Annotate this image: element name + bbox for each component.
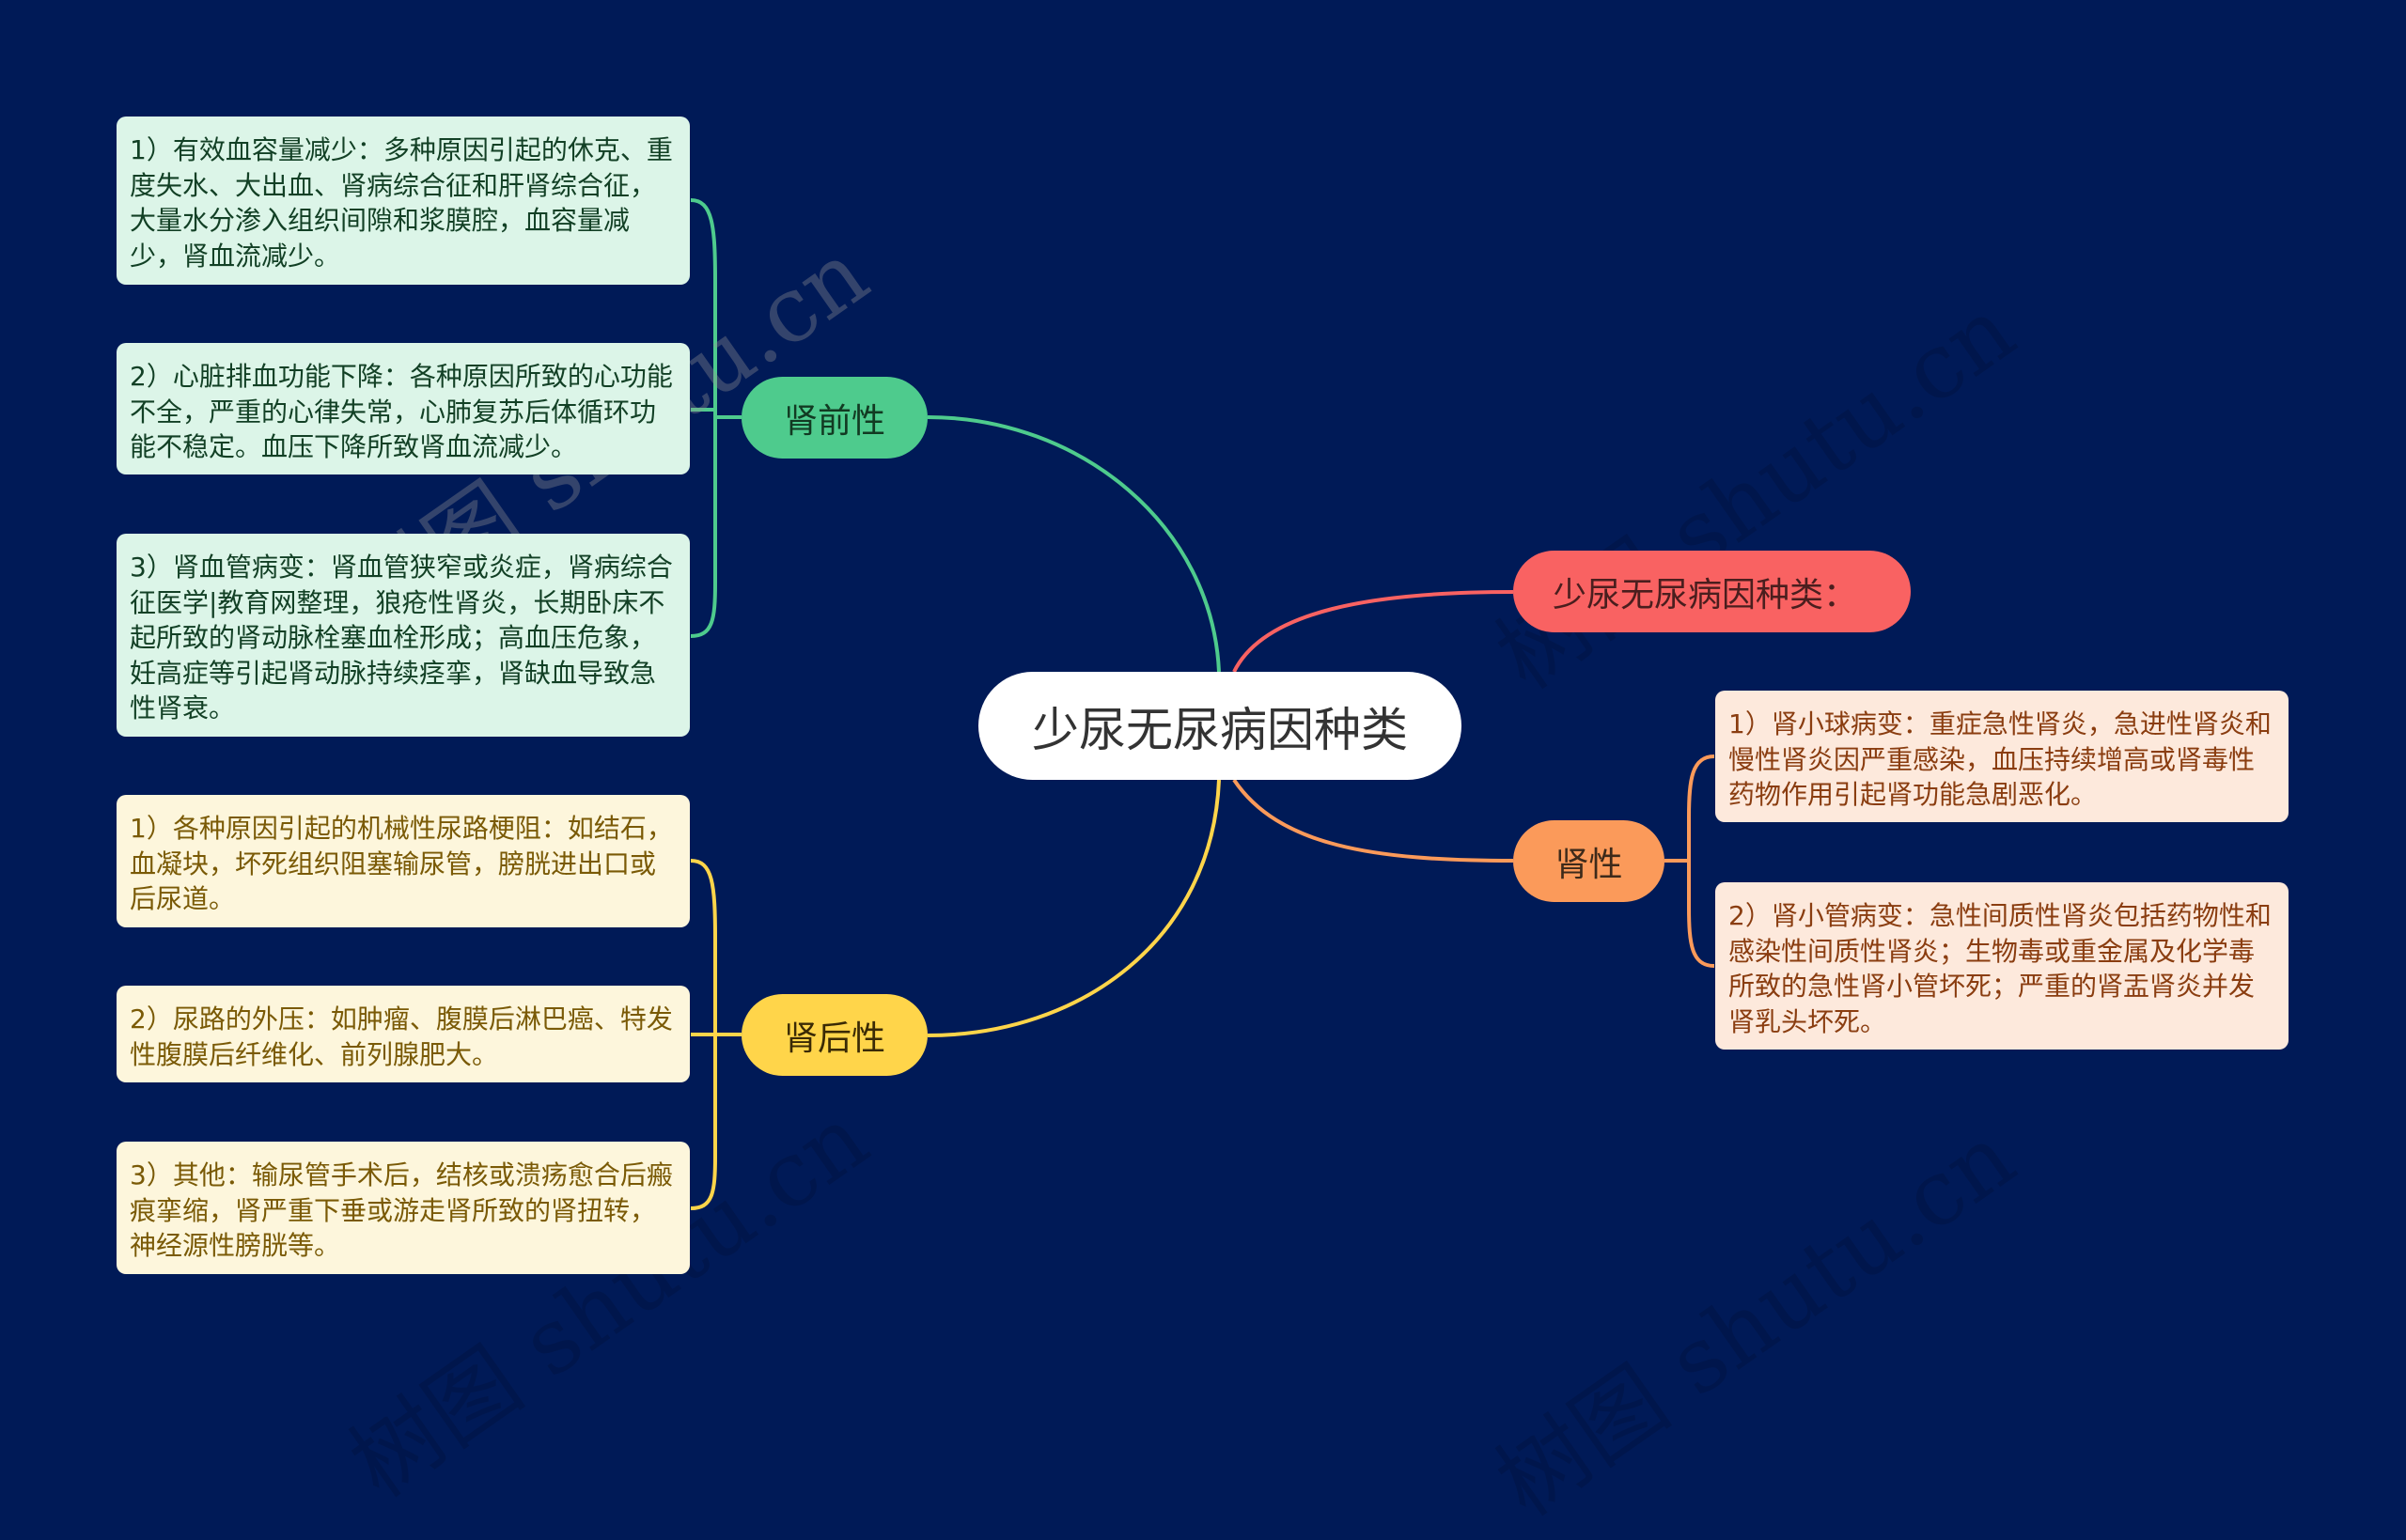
bracket-prerenal bbox=[690, 198, 717, 638]
branch-summary-label: 少尿无尿病因种类： bbox=[1553, 575, 1858, 614]
branch-renal[interactable]: 肾性 bbox=[1513, 820, 1664, 902]
root-topic-label: 少尿无尿病因种类 bbox=[1032, 702, 1408, 757]
mindmap-canvas: 树图 shutu.cn 树图 shutu.cn 树图 shutu.cn 树图 s… bbox=[117, 117, 2289, 1536]
leaf-postrenal-1[interactable]: 1）各种原因引起的机械性尿路梗阻：如结石，血凝块，坏死组织阻塞输尿管，膀胱进出口… bbox=[117, 795, 690, 927]
bracket-postrenal bbox=[690, 859, 717, 1210]
branch-prerenal-label: 肾前性 bbox=[783, 401, 885, 441]
link-root-postrenal bbox=[927, 779, 1221, 1037]
leaf-renal-1[interactable]: 1）肾小球病变：重症急性肾炎，急进性肾炎和慢性肾炎因严重感染，血压持续增高或肾毒… bbox=[1715, 691, 2289, 822]
branch-prerenal[interactable]: 肾前性 bbox=[742, 377, 928, 459]
connector-lines bbox=[690, 198, 1715, 1210]
leaf-prerenal-2[interactable]: 2）心脏排血功能下降：各种原因所致的心功能不全，严重的心律失常，心肺复苏后体循环… bbox=[117, 343, 690, 474]
link-root-prerenal bbox=[927, 415, 1221, 673]
bracket-renal bbox=[1687, 754, 1715, 968]
branch-postrenal-label: 肾后性 bbox=[783, 1019, 885, 1058]
branch-summary[interactable]: 少尿无尿病因种类： bbox=[1513, 551, 1911, 632]
leaf-renal-2[interactable]: 2）肾小管病变：急性间质性肾炎包括药物性和感染性间质性肾炎；生物毒或重金属及化学… bbox=[1715, 882, 2289, 1050]
leaf-prerenal-3[interactable]: 3）肾血管病变：肾血管狭窄或炎症，肾病综合征医学|教育网整理，狼疮性肾炎，长期卧… bbox=[117, 534, 690, 737]
leaf-prerenal-1[interactable]: 1）有效血容量减少：多种原因引起的休克、重度失水、大出血、肾病综合征和肝肾综合征… bbox=[117, 117, 690, 285]
branch-postrenal[interactable]: 肾后性 bbox=[742, 994, 928, 1076]
link-root-summary bbox=[1232, 590, 1514, 673]
root-topic[interactable]: 少尿无尿病因种类 bbox=[978, 672, 1461, 780]
link-root-renal bbox=[1232, 778, 1514, 863]
branch-renal-label: 肾性 bbox=[1555, 845, 1623, 884]
leaf-postrenal-3[interactable]: 3）其他：输尿管手术后，结核或溃疡愈合后瘢痕挛缩，肾严重下垂或游走肾所致的肾扭转… bbox=[117, 1142, 690, 1274]
leaf-postrenal-2[interactable]: 2）尿路的外压：如肿瘤、腹膜后淋巴癌、特发性腹膜后纤维化、前列腺肥大。 bbox=[117, 986, 690, 1082]
